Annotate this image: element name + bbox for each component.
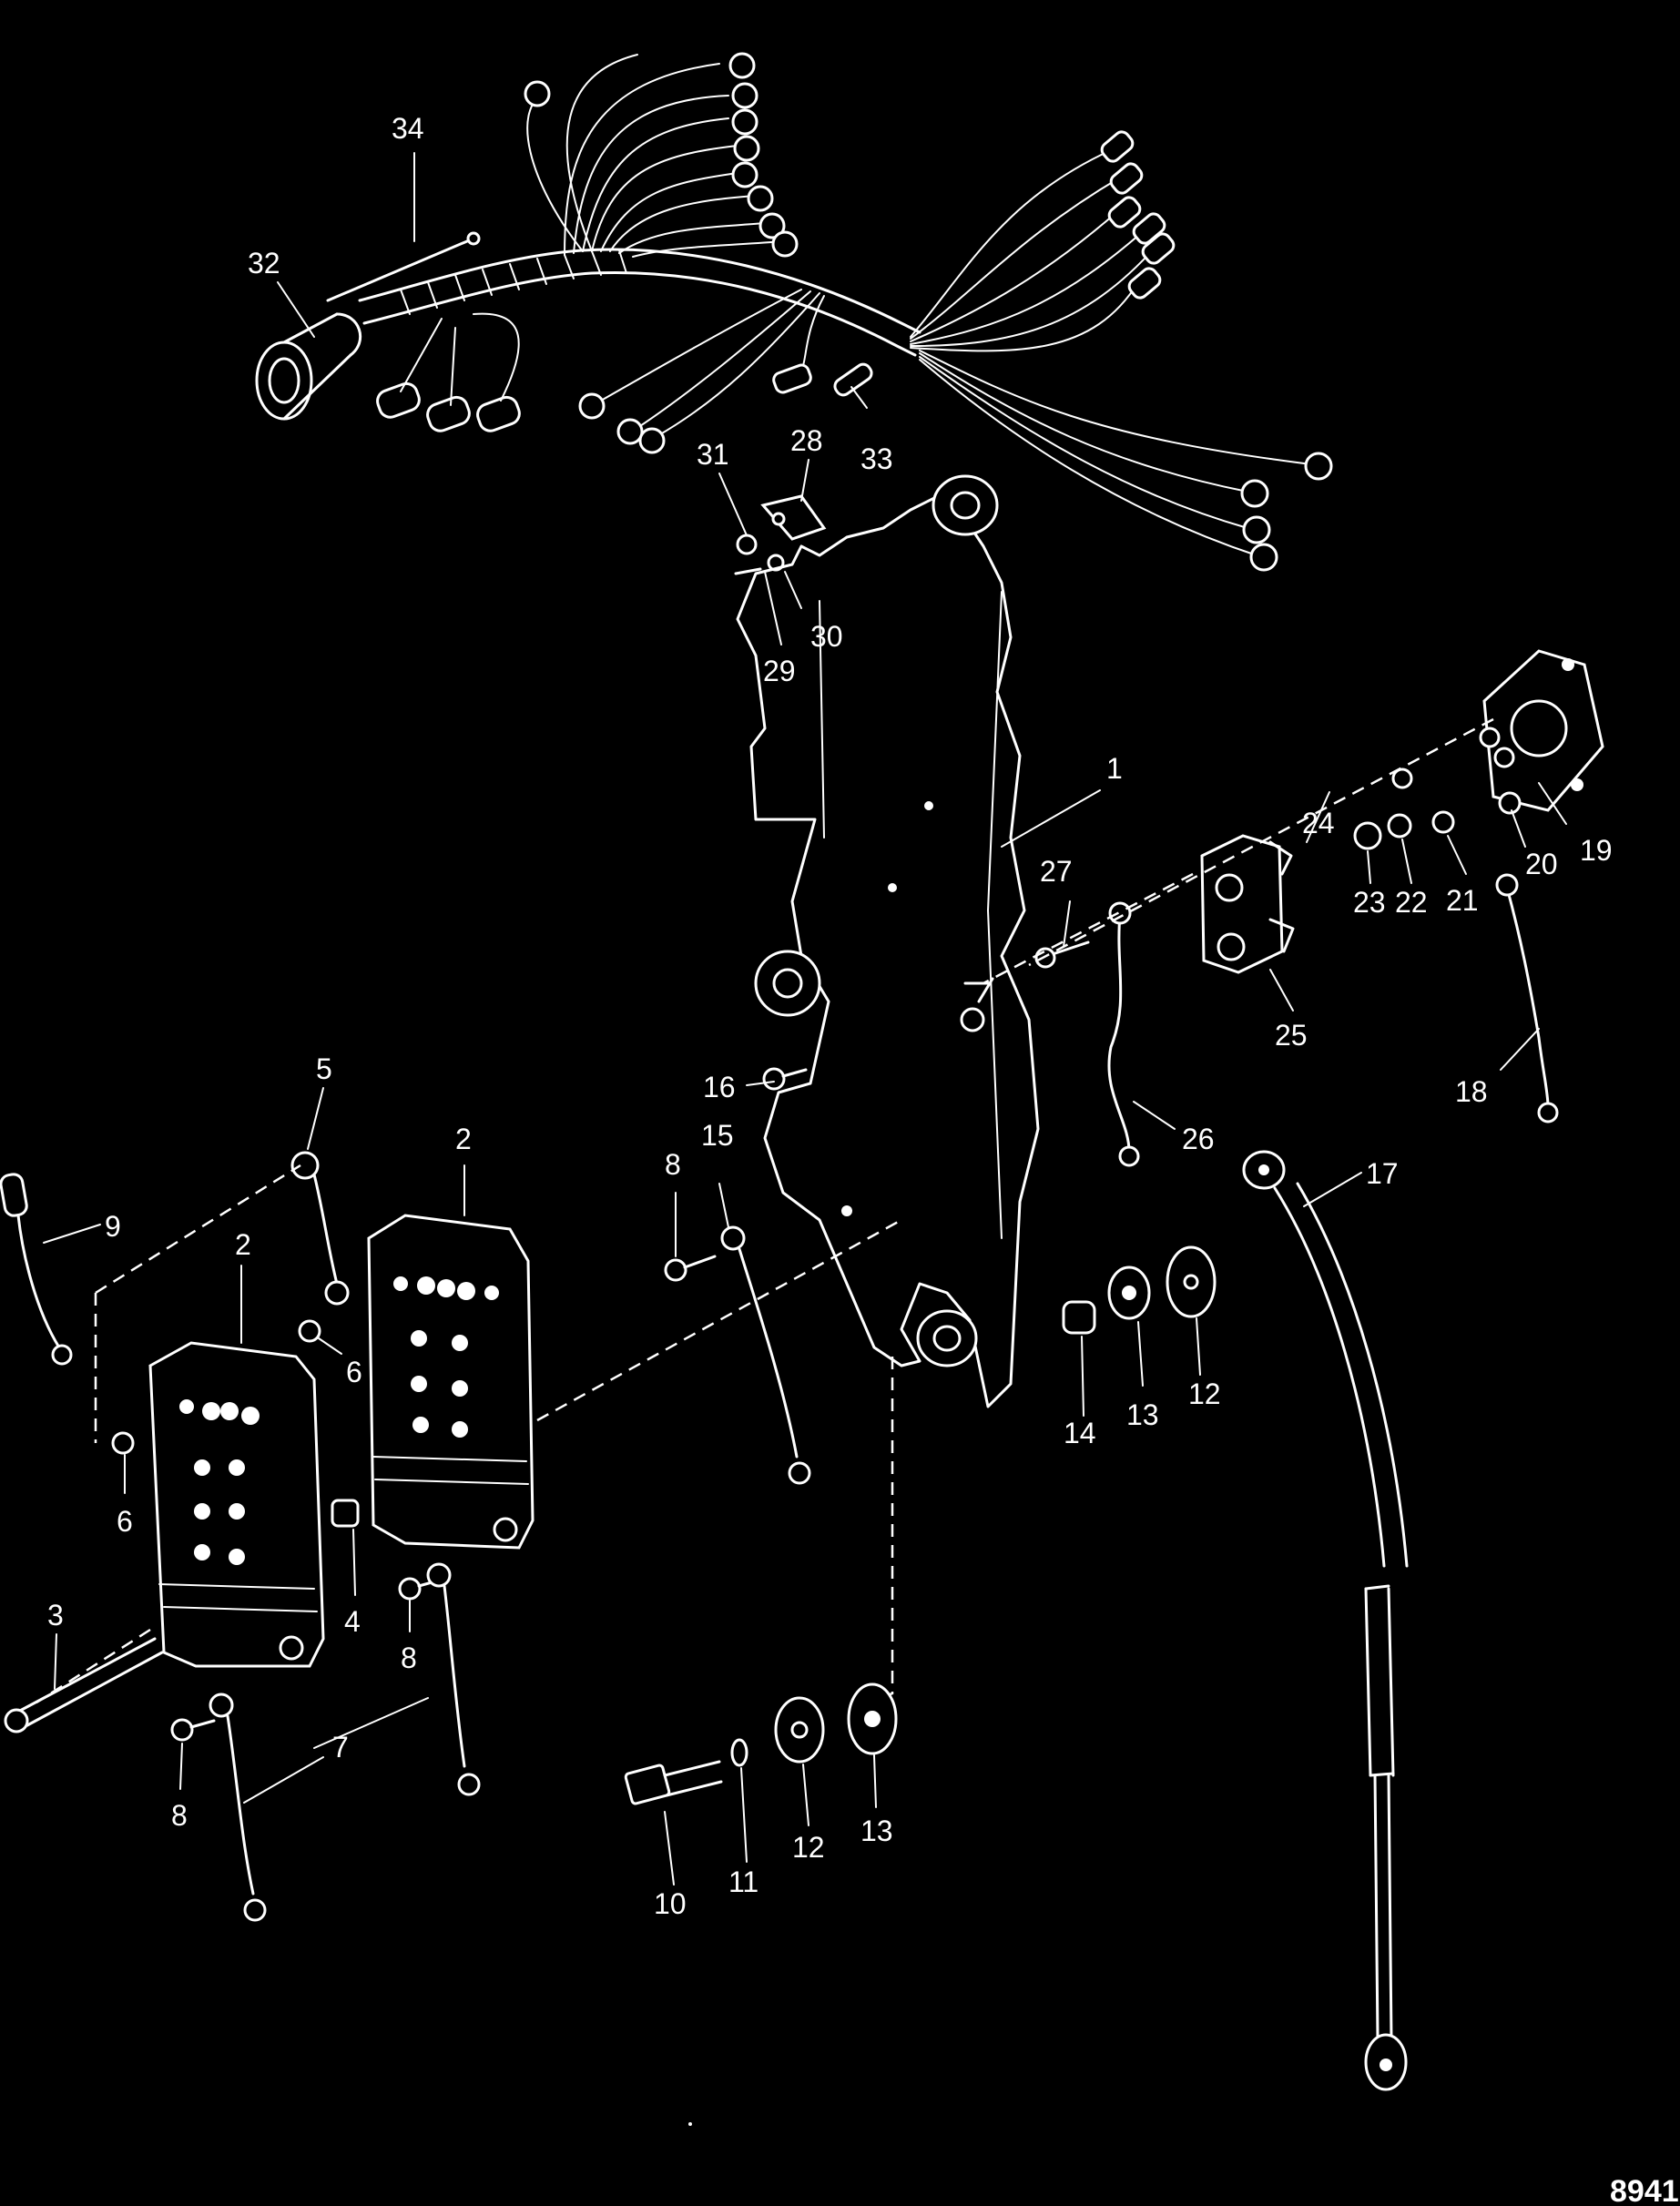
callout-25: 25 bbox=[1275, 1019, 1308, 1052]
callout-22: 22 bbox=[1395, 886, 1428, 919]
switch-box-front bbox=[148, 1341, 325, 1668]
callout-32: 32 bbox=[248, 247, 280, 280]
stray-dot bbox=[688, 2122, 692, 2126]
wiring-harness bbox=[255, 52, 1333, 575]
mount-hardware bbox=[624, 1245, 1217, 1805]
callout-4: 4 bbox=[344, 1605, 361, 1638]
leader-lines bbox=[43, 152, 1567, 1886]
callout-15: 15 bbox=[701, 1119, 734, 1152]
left-hardware bbox=[0, 1067, 902, 1922]
callout-1: 1 bbox=[1106, 752, 1123, 785]
callout-9: 9 bbox=[105, 1210, 121, 1243]
callout-8-top: 8 bbox=[665, 1148, 681, 1181]
switch-box-rear bbox=[367, 1214, 535, 1550]
callout-13-lower: 13 bbox=[860, 1815, 893, 1847]
callout-3: 3 bbox=[47, 1599, 64, 1632]
figure-id: 8941 bbox=[1610, 2174, 1679, 2206]
callout-13-upper: 13 bbox=[1126, 1398, 1159, 1431]
callout-5: 5 bbox=[316, 1052, 332, 1085]
callout-10: 10 bbox=[654, 1887, 687, 1920]
callout-7: 7 bbox=[332, 1731, 349, 1764]
callout-23: 23 bbox=[1353, 886, 1386, 919]
callout-2-front: 2 bbox=[235, 1228, 251, 1261]
callout-labels: 34 32 31 28 33 30 29 1 24 19 20 21 22 23… bbox=[47, 112, 1613, 1920]
callout-20: 20 bbox=[1525, 848, 1558, 880]
callout-6-lower: 6 bbox=[117, 1505, 133, 1538]
callout-18: 18 bbox=[1455, 1075, 1488, 1108]
solenoid-assembly bbox=[983, 649, 1604, 1167]
callout-2-rear: 2 bbox=[455, 1123, 472, 1155]
callout-34: 34 bbox=[392, 112, 424, 145]
callout-6-upper: 6 bbox=[346, 1356, 362, 1388]
mounting-bracket bbox=[736, 474, 1040, 1408]
callout-26: 26 bbox=[1182, 1123, 1215, 1155]
callout-8-mid: 8 bbox=[401, 1642, 417, 1674]
callout-29: 29 bbox=[763, 655, 796, 687]
callout-17: 17 bbox=[1366, 1157, 1399, 1190]
callout-30: 30 bbox=[810, 620, 843, 653]
callout-16: 16 bbox=[703, 1071, 736, 1103]
callout-33: 33 bbox=[860, 442, 893, 475]
callout-12-upper: 12 bbox=[1188, 1377, 1221, 1410]
callout-14: 14 bbox=[1064, 1417, 1096, 1449]
callout-27: 27 bbox=[1040, 855, 1073, 888]
callout-21: 21 bbox=[1446, 884, 1479, 917]
callout-31: 31 bbox=[697, 438, 729, 471]
callout-11: 11 bbox=[728, 1865, 759, 1898]
callout-12-lower: 12 bbox=[792, 1831, 825, 1864]
callout-24: 24 bbox=[1302, 807, 1335, 839]
callout-8-low: 8 bbox=[171, 1799, 188, 1832]
callout-28: 28 bbox=[790, 424, 823, 457]
callout-19: 19 bbox=[1580, 834, 1613, 867]
battery-cable bbox=[1242, 1150, 1409, 2091]
